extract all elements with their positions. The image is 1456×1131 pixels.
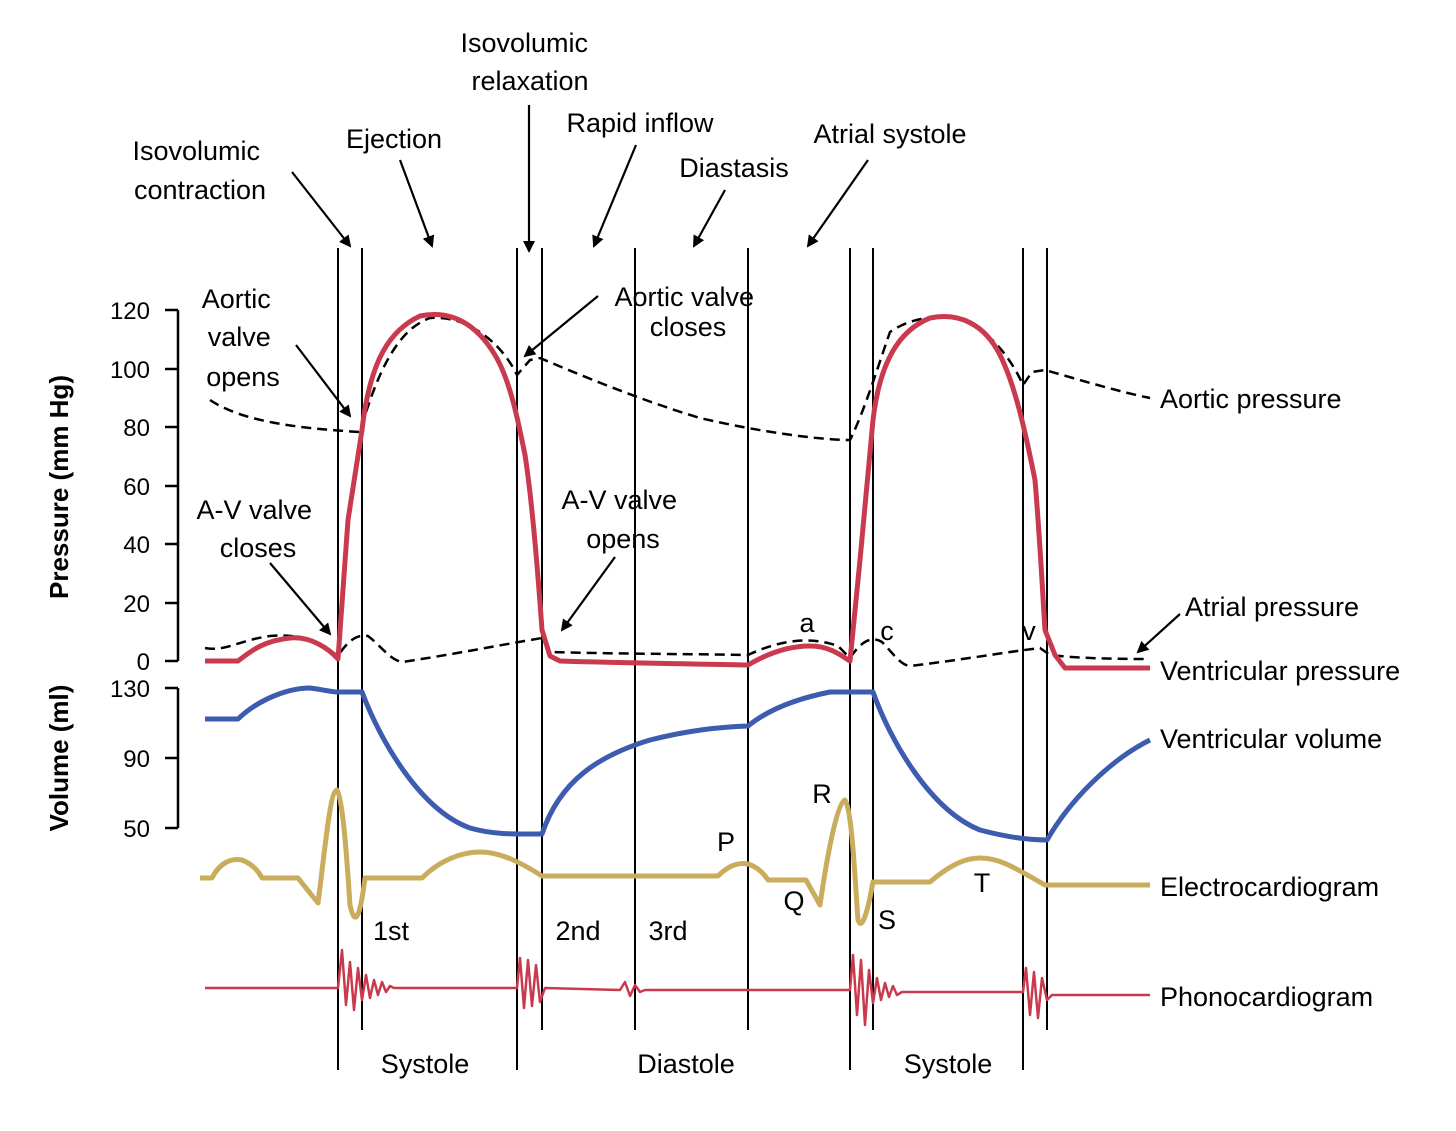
volume-tick: 90 [123,746,150,773]
heart-sound-3rd: 3rd [648,916,687,946]
arrow-av-valve-opens [560,556,616,632]
pressure-tick: 20 [123,591,150,618]
phase-boundary-lines [337,248,1048,1070]
label-rapid-inflow: Rapid inflow [566,108,714,138]
arrow-atrial-systole [806,159,869,248]
label-atrial-systole: Atrial systole [813,119,966,149]
label-av-valve-opens: A-V valve opens [561,485,684,554]
annotation-arrows [269,105,1181,654]
label-phonocardiogram: Phonocardiogram [1160,982,1373,1012]
arrow-ejection [398,159,435,248]
volume-axis-title: Volume (ml) [44,685,74,832]
label-aortic-pressure: Aortic pressure [1160,384,1342,414]
label-aortic-valve-closes: Aortic valve closes [614,282,761,342]
arrow-aortic-valve-closes [523,295,599,358]
period-diastole: Diastole [637,1049,735,1079]
pressure-tick: 0 [137,649,150,676]
label-isovolumic-contraction: Isovolumic contraction [132,136,267,205]
pressure-tick: 80 [123,415,150,442]
electrocardiogram-trace [200,787,1150,926]
label-ejection: Ejection [346,124,442,154]
label-ventricular-pressure: Ventricular pressure [1160,656,1400,686]
pressure-tick-labels: 120 100 80 60 40 20 0 [110,298,150,676]
arrow-aortic-valve-opens [295,344,352,418]
label-aortic-valve-opens: Aortic valve opens [202,284,280,392]
label-av-valve-closes: A-V valve closes [196,495,319,563]
volume-tick: 130 [110,676,150,703]
pressure-tick: 100 [110,357,150,384]
aortic-pressure-curve [209,315,1151,442]
pressure-tick: 120 [110,298,150,325]
volume-tick-labels: 130 90 50 [110,676,150,843]
heart-sound-2nd: 2nd [555,916,600,946]
pressure-axis-title: Pressure (mm Hg) [44,375,74,599]
volume-tick: 50 [123,816,150,843]
atrial-pressure-curve [204,634,1146,668]
arrow-diastasis [693,189,726,248]
volume-axis [165,686,180,830]
label-ventricular-volume: Ventricular volume [1160,724,1382,754]
arrow-rapid-inflow [592,144,638,248]
arrow-atrial-pressure [1136,613,1181,654]
label-isovolumic-relaxation: Isovolumic relaxation [460,28,595,96]
period-systole-1: Systole [381,1049,470,1079]
label-atrial-pressure: Atrial pressure [1185,592,1359,622]
period-systole-2: Systole [904,1049,993,1079]
label-diastasis: Diastasis [679,153,789,183]
ventricular-pressure-curve [205,312,1150,671]
ecg-t-label: T [974,868,991,898]
pressure-tick: 40 [123,532,150,559]
wave-v-label: v [1022,616,1036,646]
label-electrocardiogram: Electrocardiogram [1160,872,1379,902]
phonocardiogram-trace [205,948,1150,1027]
arrow-isovolumic-contraction [291,171,352,248]
arrow-av-valve-closes [269,562,332,636]
heart-sound-1st: 1st [373,916,410,946]
pressure-tick: 60 [123,474,150,501]
ecg-p-label: P [717,827,735,857]
pressure-axis [165,308,180,663]
ecg-q-label: Q [783,886,804,916]
wave-c-label: c [880,616,894,646]
ecg-r-label: R [812,779,832,809]
wave-a-label: a [799,608,815,638]
ecg-s-label: S [878,905,896,935]
ventricular-volume-curve [205,685,1152,843]
